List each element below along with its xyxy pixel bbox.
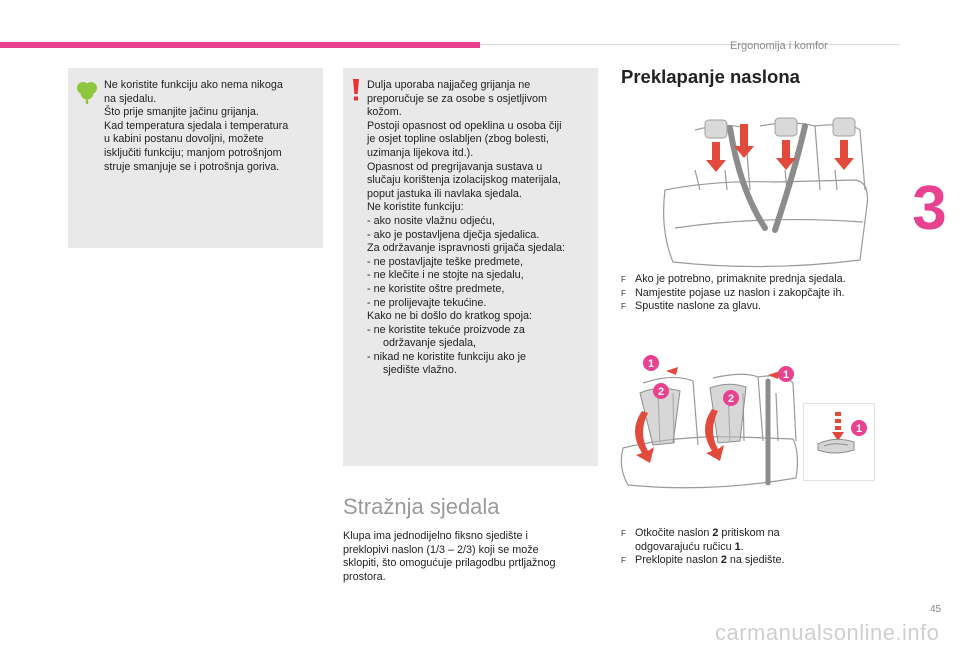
warning-line: održavanje sjedala,	[383, 337, 477, 350]
warning-line: sjedište vlažno.	[383, 364, 457, 377]
eco-note-line: Ne koristite funkciju ako nema nikoga	[104, 79, 283, 91]
eco-note-line: isključiti funkciju; manjom potrošnjom	[104, 146, 282, 159]
callout-1-badge	[643, 355, 659, 371]
warning-line: Dulja uporaba najjačeg grijanja ne	[367, 79, 531, 91]
rear-seats-line: Klupa ima jednodijelno fiksno sjedište i	[343, 530, 528, 542]
warning-line: Opasnost od pregrijavanja sustava u	[367, 160, 543, 173]
warning-line: - ne postavljajte teške predmete,	[367, 255, 524, 268]
folding-steps: F Otkočite naslon 2 pritiskom na odgovar…	[621, 527, 891, 568]
callout-label: 2	[658, 386, 664, 398]
rear-seats-text: Klupa ima jednodijelno fiksno sjedište i…	[343, 530, 593, 584]
rear-seats-line: prostora.	[343, 570, 386, 583]
headrest-lowering-illustration	[663, 117, 869, 268]
rear-seats-heading: Stražnja sjedala	[343, 494, 500, 519]
callout-label: 2	[728, 393, 734, 405]
warning-line: - nikad ne koristite funkciju ako je	[367, 350, 527, 363]
section-title: Ergonomija i komfor	[730, 40, 828, 52]
rear-seats-line: preklopivi naslon (1/3 – 2/3) koji se mo…	[343, 543, 539, 556]
eco-note-line: na sjedalu.	[104, 92, 157, 105]
eco-note-line: Što prije smanjite jačinu grijanja.	[104, 106, 259, 119]
eco-note-line: struje smanjuje se i potrošnja goriva.	[104, 160, 280, 173]
bullet-marker: F	[621, 302, 626, 312]
rear-seats-line: sklopiti, što omogućuje prilagodbu prtlj…	[343, 557, 556, 570]
list-item: F Ako je potrebno, primaknite prednja sj…	[621, 273, 891, 287]
warning-line: preporučuje se za osobe s osjetljivom	[367, 92, 548, 105]
folding-heading: Preklapanje naslona	[621, 66, 800, 87]
bullet-marker: F	[621, 556, 626, 566]
backrest-folding-illustration: 1 2 1 2	[620, 355, 799, 489]
bullet-marker: F	[621, 529, 626, 538]
header-accent-bar	[0, 42, 480, 48]
page-number: 45	[930, 604, 942, 615]
warning-note-text: Dulja uporaba najjačeg grijanja ne prepo…	[367, 79, 595, 378]
list-item: F Spustite naslone za glavu.	[621, 300, 891, 314]
chapter-number: 3	[899, 163, 960, 253]
step-text: Ako je potrebno, primaknite prednja sjed…	[635, 273, 846, 285]
warning-line: - ne klečite i ne stojte na sjedalu,	[367, 269, 524, 282]
exclamation-warning-icon	[353, 79, 359, 101]
warning-line: - ako nosite vlažnu odjeću,	[367, 214, 495, 227]
step-text: Spustite naslone za glavu.	[635, 300, 762, 313]
warning-line: slučaju korištenja izolacijskog materija…	[367, 174, 561, 187]
warning-line: - ako je postavljena dječja sjedalica.	[367, 228, 540, 241]
eco-tree-icon	[77, 82, 97, 104]
eco-note-box: Ne koristite funkciju ako nema nikoga na…	[68, 68, 323, 248]
warning-note-box: Dulja uporaba najjačeg grijanja ne prepo…	[343, 68, 598, 466]
list-item: F Namjestite pojase uz naslon i zakopčaj…	[621, 287, 891, 301]
warning-line: Postoji opasnost od opeklina u osoba čij…	[367, 119, 562, 132]
release-lever-detail: 1	[803, 403, 875, 481]
callout-label: 1	[783, 369, 789, 381]
preparation-steps: F Ako je potrebno, primaknite prednja sj…	[621, 273, 891, 314]
header-divider	[480, 44, 900, 45]
warning-line: Kako ne bi došlo do kratkog spoja:	[367, 310, 533, 323]
warning-line: uzimanja lijekova itd.).	[367, 146, 474, 159]
warning-line: poput jastuka ili navlaka sjedala.	[367, 187, 522, 200]
warning-line: - ne koristite oštre predmete,	[367, 282, 505, 295]
warning-line: je osjet topline oslabljen (zbog bolesti…	[367, 133, 549, 146]
eco-note-line: Kad temperatura sjedala i temperatura	[104, 119, 289, 132]
callout-label: 1	[856, 423, 862, 435]
eco-note-text: Ne koristite funkciju ako nema nikoga na…	[104, 79, 316, 174]
warning-line: - ne prolijevajte tekućine.	[367, 296, 487, 309]
warning-line: Ne koristite funkciju:	[367, 201, 464, 214]
bullet-marker: F	[621, 288, 626, 298]
warning-line: - ne koristite tekuće proizvode za	[367, 323, 525, 336]
step-text: Otkočite naslon 2 pritiskom na odgovaraj…	[635, 527, 780, 553]
list-item: F Preklopite naslon 2 na sjedište.	[621, 554, 891, 568]
step-text: Namjestite pojase uz naslon i zakopčajte…	[635, 286, 845, 299]
callout-label: 1	[648, 358, 654, 370]
step-text: Preklopite naslon 2 na sjedište.	[635, 554, 785, 567]
list-item: F Otkočite naslon 2 pritiskom na odgovar…	[621, 527, 891, 554]
warning-line: Za održavanje ispravnosti grijača sjedal…	[367, 242, 566, 255]
eco-note-line: u kabini postanu dovoljni, možete	[104, 133, 264, 146]
warning-line: kožom.	[367, 106, 402, 119]
bullet-marker: F	[621, 275, 626, 284]
watermark: carmanualsonline.info	[715, 620, 940, 645]
